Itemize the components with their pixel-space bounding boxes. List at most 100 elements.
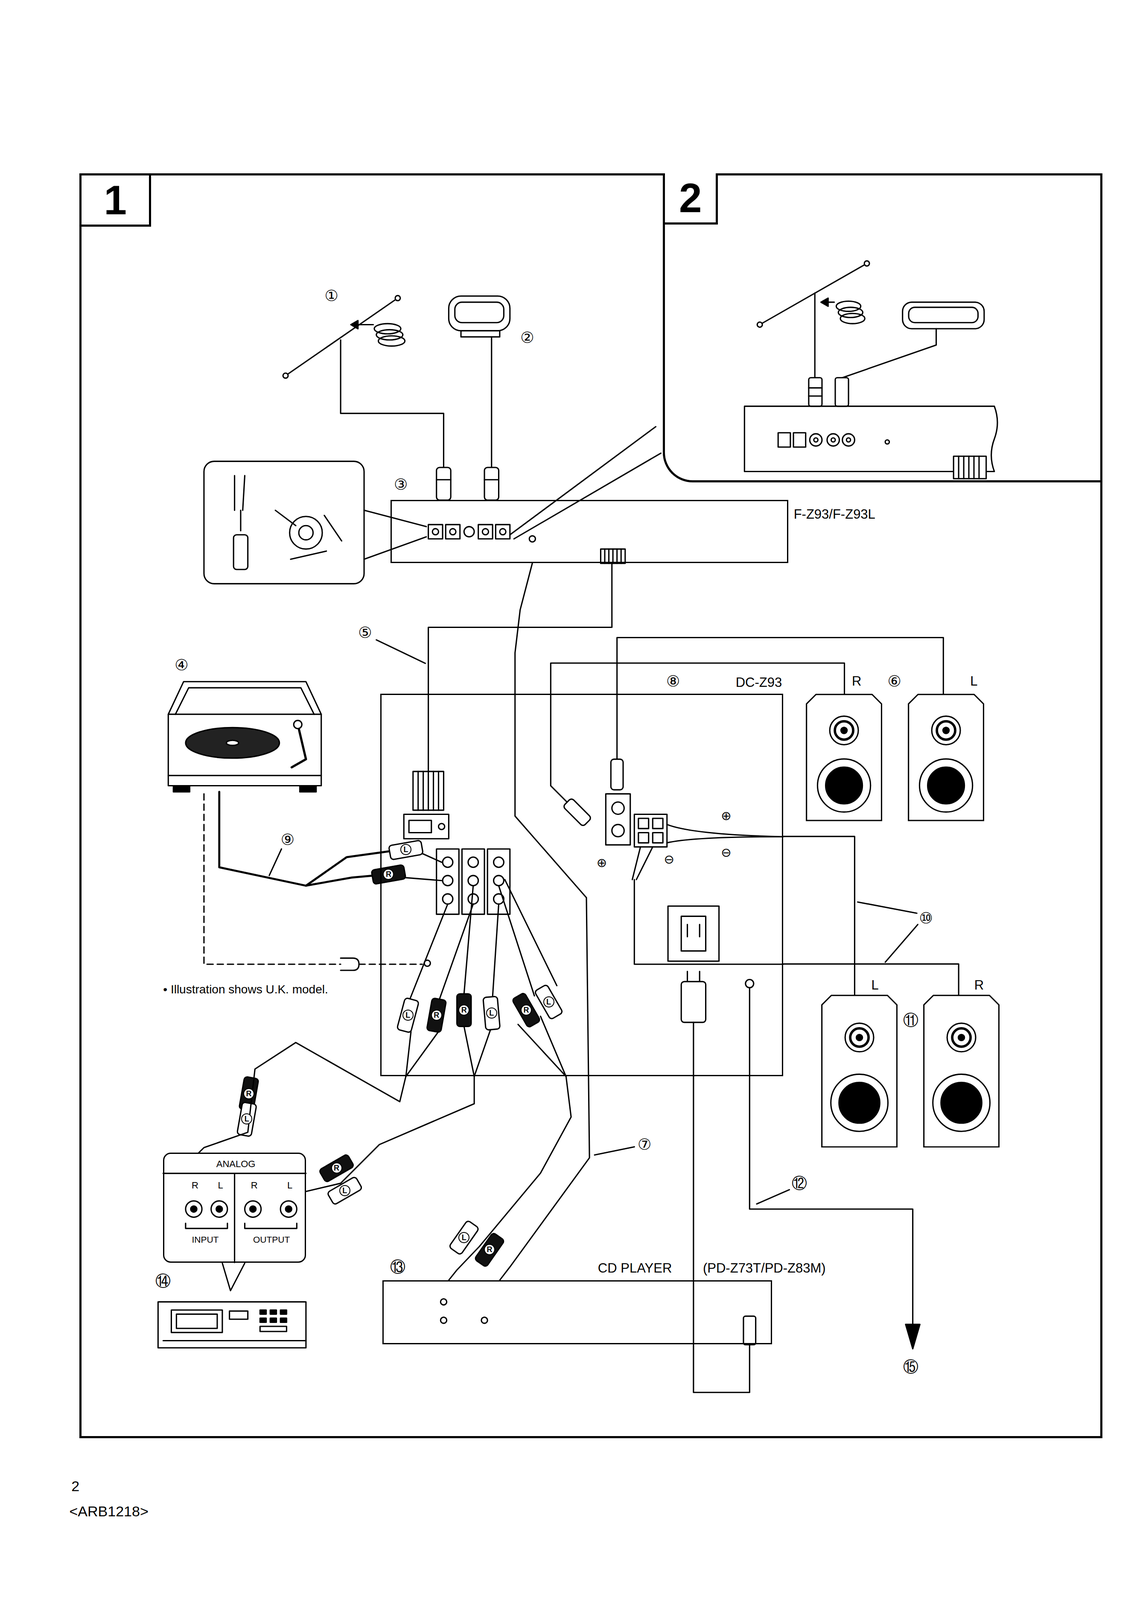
cassette-deck xyxy=(171,1309,222,1333)
ground-wire xyxy=(204,793,341,965)
rca-plug xyxy=(396,997,420,1033)
inset-antenna xyxy=(864,260,870,266)
inset-antenna xyxy=(842,328,937,378)
tuner-terminals xyxy=(428,524,443,539)
antenna-plug xyxy=(484,478,499,481)
rca-plug xyxy=(474,1232,505,1268)
jack-panel-detail xyxy=(163,1173,307,1291)
cassette-deck xyxy=(163,1339,307,1341)
tuner-terminals xyxy=(529,535,536,542)
amp-rear-panel xyxy=(610,758,624,790)
cassette-deck xyxy=(280,1309,287,1315)
rca-plug xyxy=(318,1153,355,1183)
rca-plug xyxy=(483,996,501,1030)
inset-antenna xyxy=(759,263,867,325)
amp-rear-panel xyxy=(442,893,453,904)
channel-label: L xyxy=(871,977,879,993)
amp-rear-panel xyxy=(667,824,784,843)
rca-plug xyxy=(457,993,472,1027)
channel-label: L xyxy=(287,1180,293,1191)
rca-plug xyxy=(388,839,423,860)
cd-rear-panel xyxy=(743,1315,756,1345)
panel-heading: ANALOG xyxy=(216,1158,256,1169)
rca-plug xyxy=(371,864,406,884)
rca-plug xyxy=(236,1101,257,1137)
tuner-unit: F-Z93/F-Z93L xyxy=(390,499,789,563)
speaker-outline xyxy=(907,693,985,822)
inset-tuner xyxy=(885,439,890,444)
cassette-deck xyxy=(229,1310,248,1319)
rca-plug xyxy=(426,997,447,1033)
phono-cable xyxy=(219,791,392,886)
leader-line xyxy=(756,1189,790,1204)
plug-mark: L xyxy=(402,1009,414,1021)
amp-rear-panel xyxy=(681,915,706,951)
polarity-mark: ⊕ xyxy=(720,809,732,823)
tuner-terminals xyxy=(478,524,493,539)
fm-antenna xyxy=(282,295,444,468)
rca-plug xyxy=(318,1153,355,1183)
amp-rear-panel xyxy=(687,970,700,982)
turntable xyxy=(173,785,190,792)
rca-plug xyxy=(448,1219,480,1255)
amp-rear-panel xyxy=(667,906,719,962)
inset-antenna xyxy=(835,377,849,407)
inset-detail xyxy=(298,525,313,540)
callout-number: ⑭ xyxy=(154,1272,172,1290)
amp-rear-panel xyxy=(493,875,505,886)
cable xyxy=(448,1075,572,1280)
jack-panel-detail xyxy=(163,1173,307,1263)
inset-detail xyxy=(234,475,245,531)
inset-tuner xyxy=(958,456,980,479)
plug-mark: L xyxy=(400,843,412,855)
tuner-terminals xyxy=(445,524,460,539)
amp-rear-panel xyxy=(493,856,505,868)
inset-panel: 2 xyxy=(662,173,1103,483)
amp-rear-panel xyxy=(403,693,784,1076)
jack-panel-detail xyxy=(244,1200,261,1217)
fm-antenna xyxy=(340,339,444,468)
phono-cable xyxy=(306,875,375,886)
document-code: <ARB1218> xyxy=(69,1503,149,1520)
fm-antenna xyxy=(350,320,359,329)
rca-plug xyxy=(236,1101,257,1137)
amp-rear-panel xyxy=(442,856,453,868)
device-label: CD PLAYER xyxy=(597,1260,672,1276)
am-loop-antenna xyxy=(490,336,493,468)
inset-tuner xyxy=(830,437,836,443)
rca-plug xyxy=(457,993,472,1027)
cassette-deck xyxy=(157,1301,306,1348)
channel-label: R xyxy=(974,977,984,993)
callout-number: ⑮ xyxy=(902,1358,920,1376)
callout-number: ⑥ xyxy=(886,672,902,690)
tuner-terminals xyxy=(449,528,456,535)
amp-rear-panel xyxy=(550,693,567,802)
tuner-terminals xyxy=(463,526,475,537)
jack-panel-detail xyxy=(216,1205,223,1212)
amp-rear-panel xyxy=(652,818,663,829)
plug-mark: L xyxy=(458,1231,470,1243)
plug-mark: L xyxy=(241,1113,253,1125)
ac-cord xyxy=(905,1323,920,1349)
tuner-terminals xyxy=(428,524,626,564)
plug-mark: R xyxy=(331,1162,343,1174)
cd-rear-panel xyxy=(481,1316,488,1323)
rca-plug xyxy=(388,839,423,860)
model-label: (PD-Z73T/PD-Z83M) xyxy=(702,1260,826,1276)
amp-rear-panel xyxy=(418,771,439,811)
antenna-plug xyxy=(484,467,499,500)
callout-number: ③ xyxy=(393,475,409,493)
channel-label: R xyxy=(851,673,862,689)
jack-panel-detail xyxy=(211,1200,228,1217)
inset-antenna xyxy=(821,297,829,307)
leader-line xyxy=(594,1146,635,1155)
inset-tuner xyxy=(953,456,986,479)
plug-mark: L xyxy=(486,1007,498,1019)
turntable xyxy=(168,774,321,776)
model-label: F-Z93/F-Z93L xyxy=(793,507,876,522)
leader-line xyxy=(376,639,426,664)
ground-wire xyxy=(358,963,423,965)
rca-plug xyxy=(326,1176,363,1205)
cd-rear-panel xyxy=(440,1298,447,1305)
callout-number: ⑫ xyxy=(790,1174,808,1192)
